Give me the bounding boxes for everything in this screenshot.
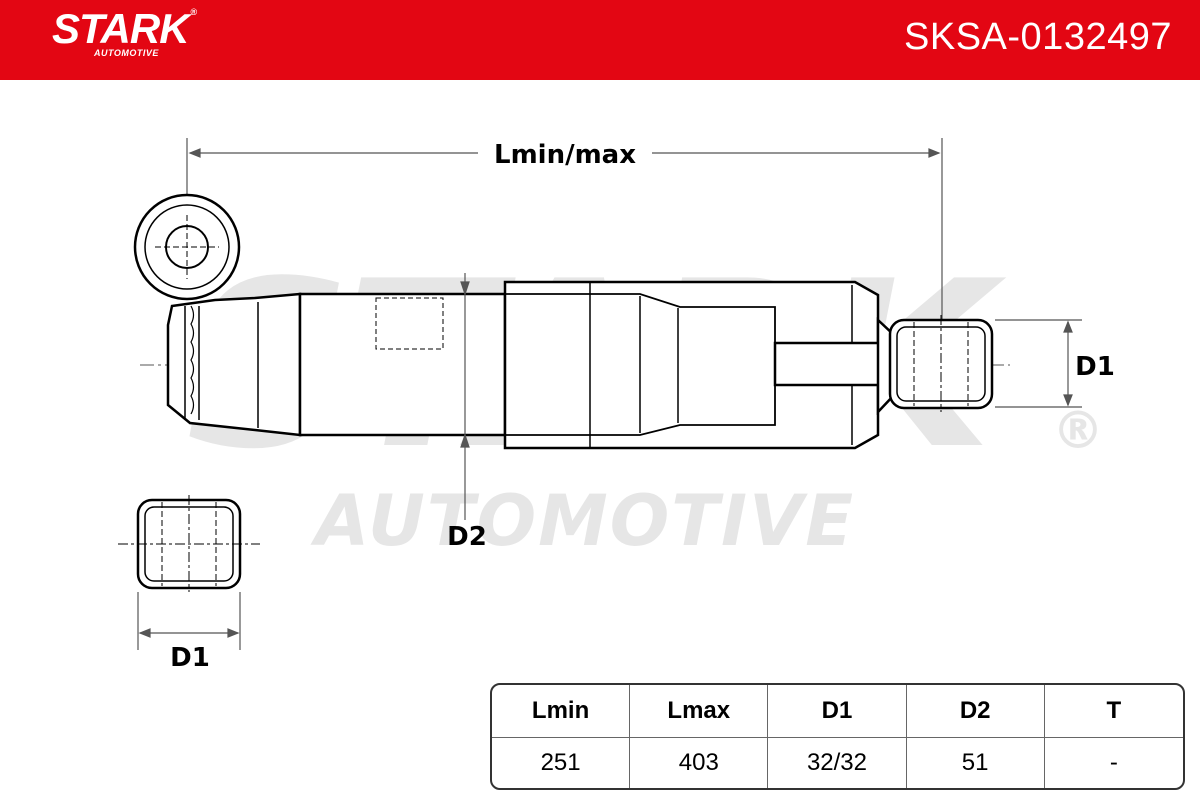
part-number: SKSA-0132497 (904, 16, 1172, 58)
bottom-eye-mount (876, 315, 994, 416)
d2-label: D2 (447, 522, 487, 552)
d1-dimension (995, 319, 1082, 408)
d2-dimension (460, 273, 470, 520)
specs-value-row: 251 403 32/32 51 - (492, 738, 1183, 788)
specs-value-lmax: 403 (630, 738, 769, 788)
bushing-side-view (118, 495, 260, 592)
logo-brand: STARK (52, 5, 190, 52)
shock-absorber-drawing: STARK ® AUTOMOTIVE Lmin/max (118, 138, 1115, 673)
specs-header-t: T (1044, 685, 1183, 738)
header-bar: STARK® AUTOMOTIVE SKSA-0132497 (0, 0, 1200, 80)
specs-value-d1: 32/32 (768, 738, 907, 788)
top-eye-mount (133, 193, 241, 301)
length-label: Lmin/max (494, 140, 636, 170)
specs-value-t: - (1109, 749, 1118, 776)
d1-label: D1 (1075, 352, 1115, 382)
specs-table: Lmin Lmax D1 D2 T 251 403 32/32 51 - (490, 683, 1185, 790)
stark-logo: STARK® AUTOMOTIVE (52, 8, 197, 58)
specs-header-d2: D2 (906, 685, 1045, 738)
specs-value-lmin: 251 (492, 738, 631, 788)
logo-registered-mark: ® (190, 7, 198, 17)
logo-subtitle: AUTOMOTIVE (94, 48, 159, 58)
specs-value-d2: 51 (907, 738, 1045, 788)
bushing-d1-dimension (137, 592, 241, 650)
shock-body (166, 280, 895, 450)
specs-header-d1: D1 (768, 685, 907, 738)
specs-header-lmax: Lmax (630, 685, 769, 738)
specs-header-row: Lmin Lmax D1 D2 T (492, 685, 1183, 738)
watermark-subtitle: AUTOMOTIVE (310, 480, 855, 562)
specs-header-lmin: Lmin (492, 685, 631, 738)
watermark-registered: ® (1052, 401, 1104, 461)
bushing-d1-label: D1 (170, 643, 210, 673)
